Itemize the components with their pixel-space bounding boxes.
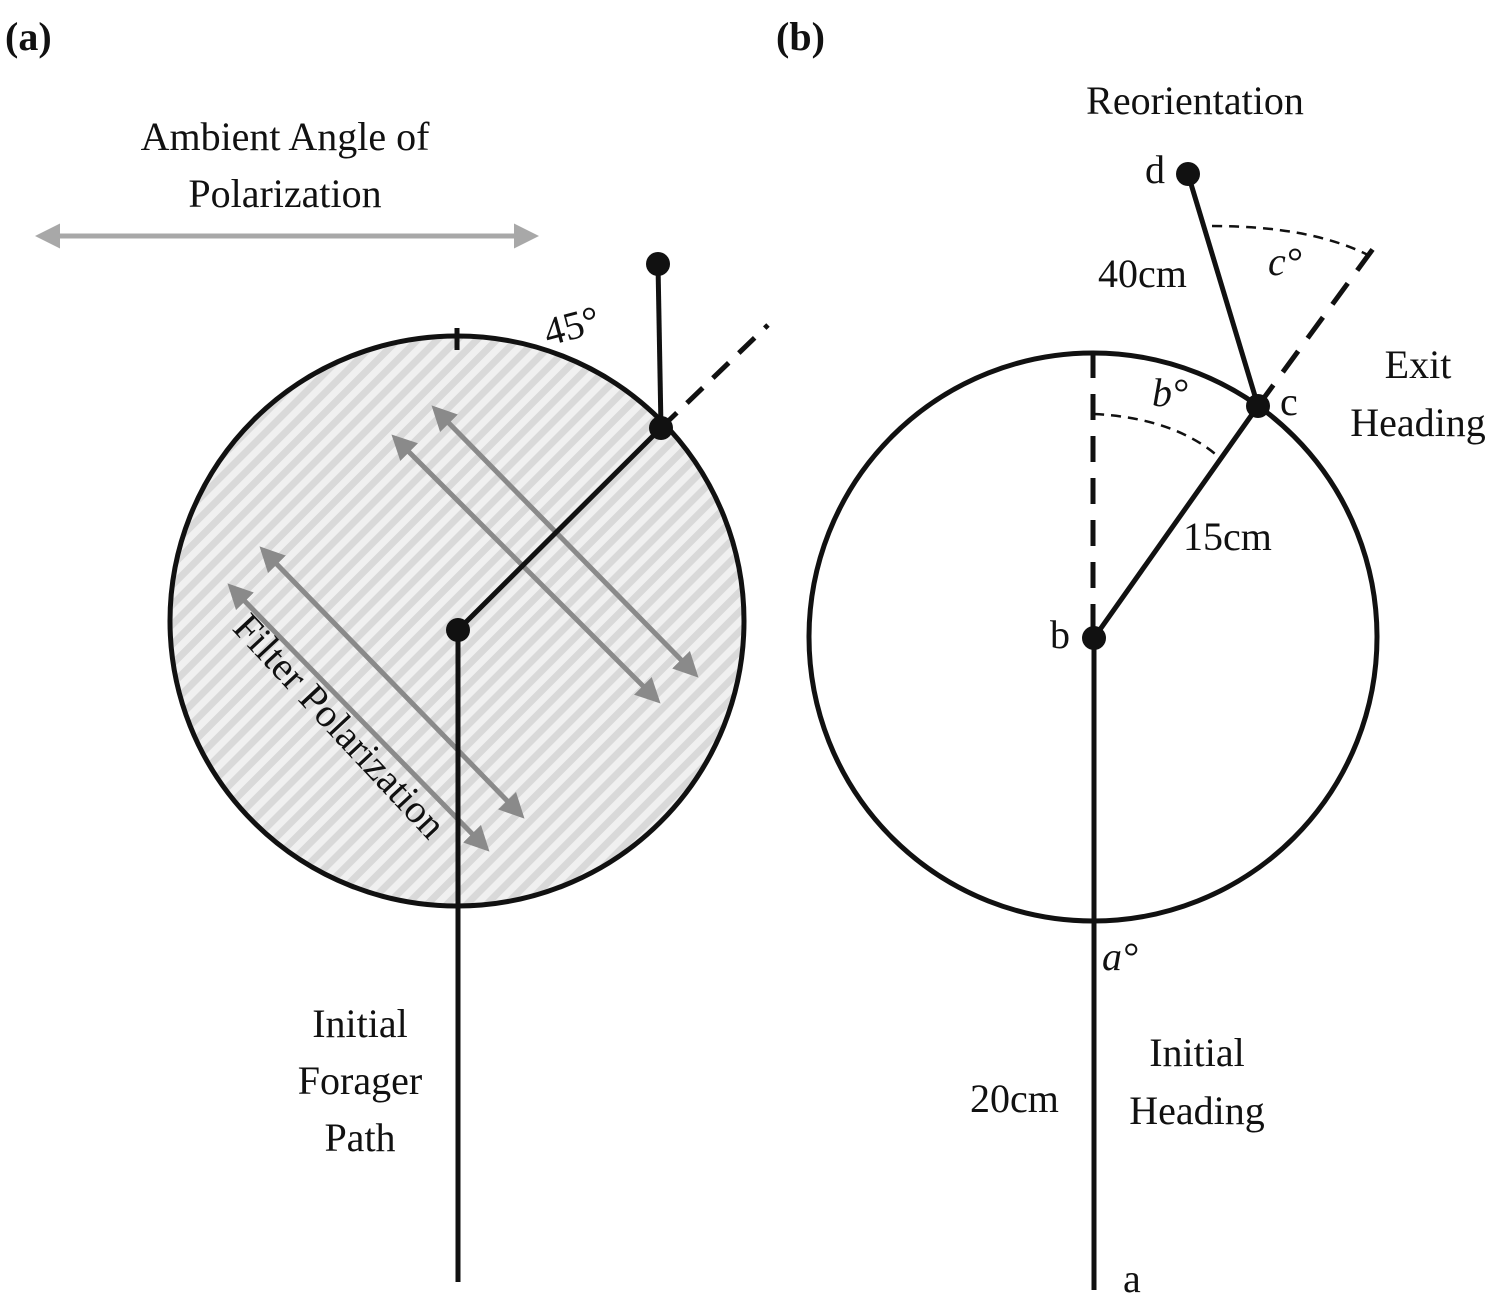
initial-heading-line1: Initial xyxy=(1149,1030,1245,1075)
path-label-line3: Path xyxy=(324,1115,395,1160)
angle-c-label: c° xyxy=(1268,239,1302,284)
distance-bc-label: 15cm xyxy=(1183,514,1272,559)
distance-dc-label: 40cm xyxy=(1098,251,1187,296)
filter-arrow-4 xyxy=(431,405,699,678)
angle-a-label: a° xyxy=(1102,934,1138,979)
forager-path-exit xyxy=(456,426,663,632)
distance-ab-label: 20cm xyxy=(970,1076,1059,1121)
angle-c-arc xyxy=(1211,224,1369,257)
center-point-a xyxy=(446,618,470,642)
angle-b-label: b° xyxy=(1152,370,1188,415)
point-c xyxy=(1246,394,1270,418)
panel-a: (a) Ambient Angle of Polarization Filter… xyxy=(5,14,770,1282)
ambient-title-line1: Ambient Angle of xyxy=(141,114,431,159)
point-b xyxy=(1082,626,1106,650)
ambient-title-line2: Polarization xyxy=(188,171,381,216)
path-label-line2: Forager xyxy=(298,1058,422,1103)
angle-45-label: 45° xyxy=(539,297,605,355)
forager-path-reorientation xyxy=(655,263,664,429)
point-d-label: d xyxy=(1145,147,1165,192)
segment-bc xyxy=(1091,404,1261,640)
initial-heading-line2: Heading xyxy=(1129,1088,1265,1133)
end-point-a xyxy=(646,252,670,276)
point-d xyxy=(1176,162,1200,186)
exit-heading-line2: Heading xyxy=(1350,400,1486,445)
exit-heading-extension xyxy=(659,323,770,430)
segment-cd xyxy=(1185,173,1261,407)
panel-b: (b) Reorientation d 40cm c° b° c Exit He… xyxy=(776,14,1486,1298)
point-c-label: c xyxy=(1280,379,1298,424)
angle-b-arc xyxy=(1093,412,1221,459)
path-label-line1: Initial xyxy=(312,1001,408,1046)
panel-b-label: (b) xyxy=(776,14,825,59)
exit-heading-line1: Exit xyxy=(1385,342,1452,387)
exit-heading-dashed xyxy=(1255,240,1381,408)
exit-point-a xyxy=(649,416,673,440)
reorientation-label: Reorientation xyxy=(1086,78,1304,123)
panel-a-label: (a) xyxy=(5,14,52,59)
point-a-label: a xyxy=(1123,1256,1141,1298)
point-b-label: b xyxy=(1050,612,1070,657)
